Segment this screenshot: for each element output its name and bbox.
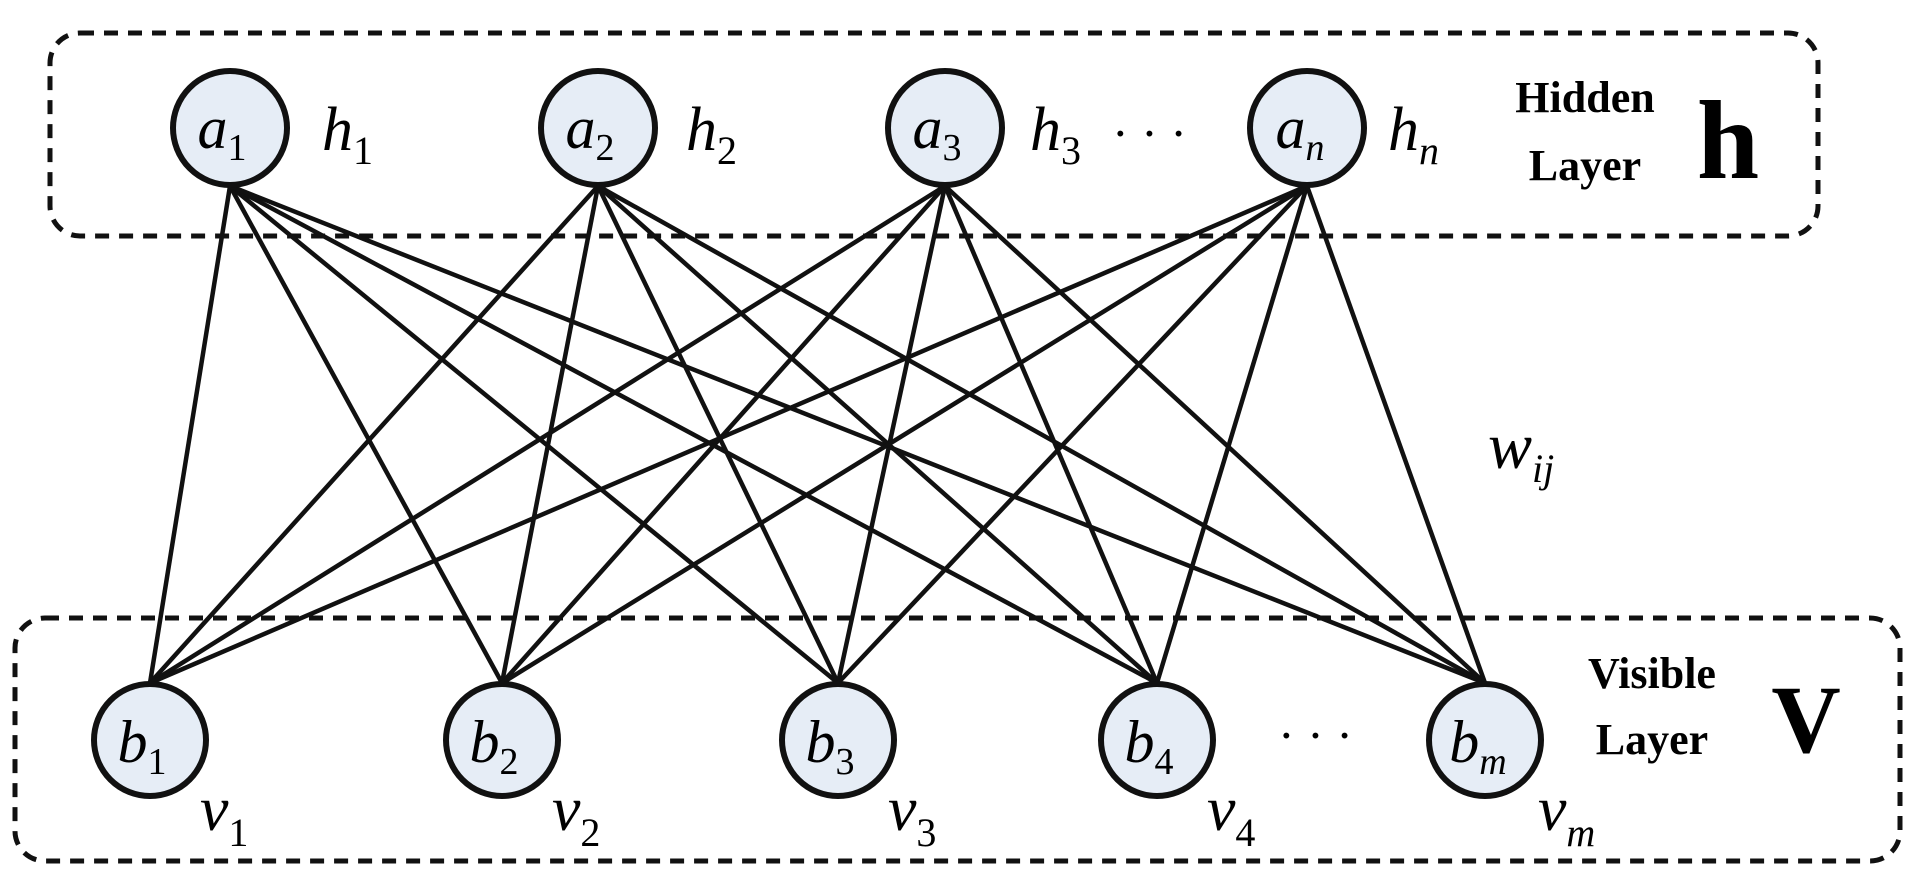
visible-ellipsis: · · · [1278, 707, 1353, 763]
hidden-layer-box [47, 30, 1821, 239]
visible-layer-title-line1: Visible [1588, 649, 1716, 698]
visible-label-1: v1 [200, 773, 248, 855]
visible-node-4: b4 [1098, 681, 1216, 799]
svg-text:bm: bm [1449, 709, 1506, 783]
visible-label-4: v4 [1207, 773, 1255, 855]
hidden-layer-title-line1: Hidden [1515, 73, 1654, 122]
hidden-node-3-sub: 3 [943, 127, 962, 169]
edge-h2-v1 [148, 184, 600, 685]
hidden-layer-title-line2: Layer [1529, 141, 1641, 190]
edge-h3-v3 [835, 185, 948, 684]
edge-h4-v4 [1154, 185, 1310, 684]
hidden-node-3: a3 [885, 68, 1005, 188]
svg-text:b4: b4 [1125, 709, 1174, 783]
svg-text:a3: a3 [913, 95, 962, 169]
edge-h1-v2 [228, 184, 504, 685]
hidden-node-2-base: a [566, 95, 596, 161]
edge-h1-v3 [228, 184, 840, 685]
svg-text:b1: b1 [118, 709, 167, 783]
visible-layer-symbol: V [1771, 666, 1840, 773]
hidden-node-1-base: a [198, 95, 228, 161]
edge-h2-v3 [595, 185, 841, 684]
svg-text:a2: a2 [566, 95, 615, 169]
visible-node-2: b2 [443, 681, 561, 799]
edge-h1-v1 [147, 185, 233, 684]
svg-text:b3: b3 [806, 709, 855, 783]
edge-h3-v1 [148, 184, 947, 685]
hidden-node-1-sub: 1 [228, 127, 247, 169]
hidden-ellipsis: · · · [1112, 105, 1187, 161]
hidden-label-2: h2 [686, 96, 737, 173]
hidden-layer-symbol: h [1697, 79, 1759, 203]
connection-edges [147, 183, 1488, 686]
edge-h3-v5 [943, 184, 1487, 685]
hidden-label-n: hn [1388, 96, 1439, 173]
visible-label-m: vm [1538, 773, 1595, 855]
edge-h1-v5 [229, 183, 1486, 686]
svg-text:b2: b2 [470, 709, 519, 783]
edge-h4-v5 [1304, 185, 1488, 684]
hidden-label-3: h3 [1030, 96, 1081, 173]
hidden-node-3-base: a [913, 95, 943, 161]
edge-h4-v1 [149, 183, 1308, 686]
edge-h2-v4 [596, 184, 1159, 685]
edge-h3-v4 [942, 185, 1160, 684]
visible-node-1: b1 [91, 681, 209, 799]
visible-node-m: bm [1426, 681, 1544, 799]
hidden-node-n: an [1247, 68, 1367, 188]
visible-node-3: b3 [779, 681, 897, 799]
hidden-node-2-sub: 2 [596, 127, 615, 169]
hidden-node-n-sub: n [1306, 127, 1325, 169]
edge-h4-v2 [500, 184, 1309, 685]
visible-label-3: v3 [888, 773, 936, 855]
svg-text:a1: a1 [198, 95, 247, 169]
hidden-node-1: a1 [170, 68, 290, 188]
visible-label-2: v2 [552, 773, 600, 855]
visible-layer-title-line2: Layer [1596, 715, 1708, 764]
hidden-label-1: h1 [322, 96, 373, 173]
edge-h1-v4 [228, 184, 1159, 685]
visible-layer-box [12, 615, 1903, 864]
hidden-node-n-base: a [1276, 95, 1306, 161]
edge-h2-v5 [596, 184, 1487, 685]
weight-label: wij [1488, 410, 1554, 491]
edge-h4-v3 [836, 184, 1309, 685]
hidden-node-2: a2 [538, 68, 658, 188]
svg-text:an: an [1276, 95, 1325, 169]
